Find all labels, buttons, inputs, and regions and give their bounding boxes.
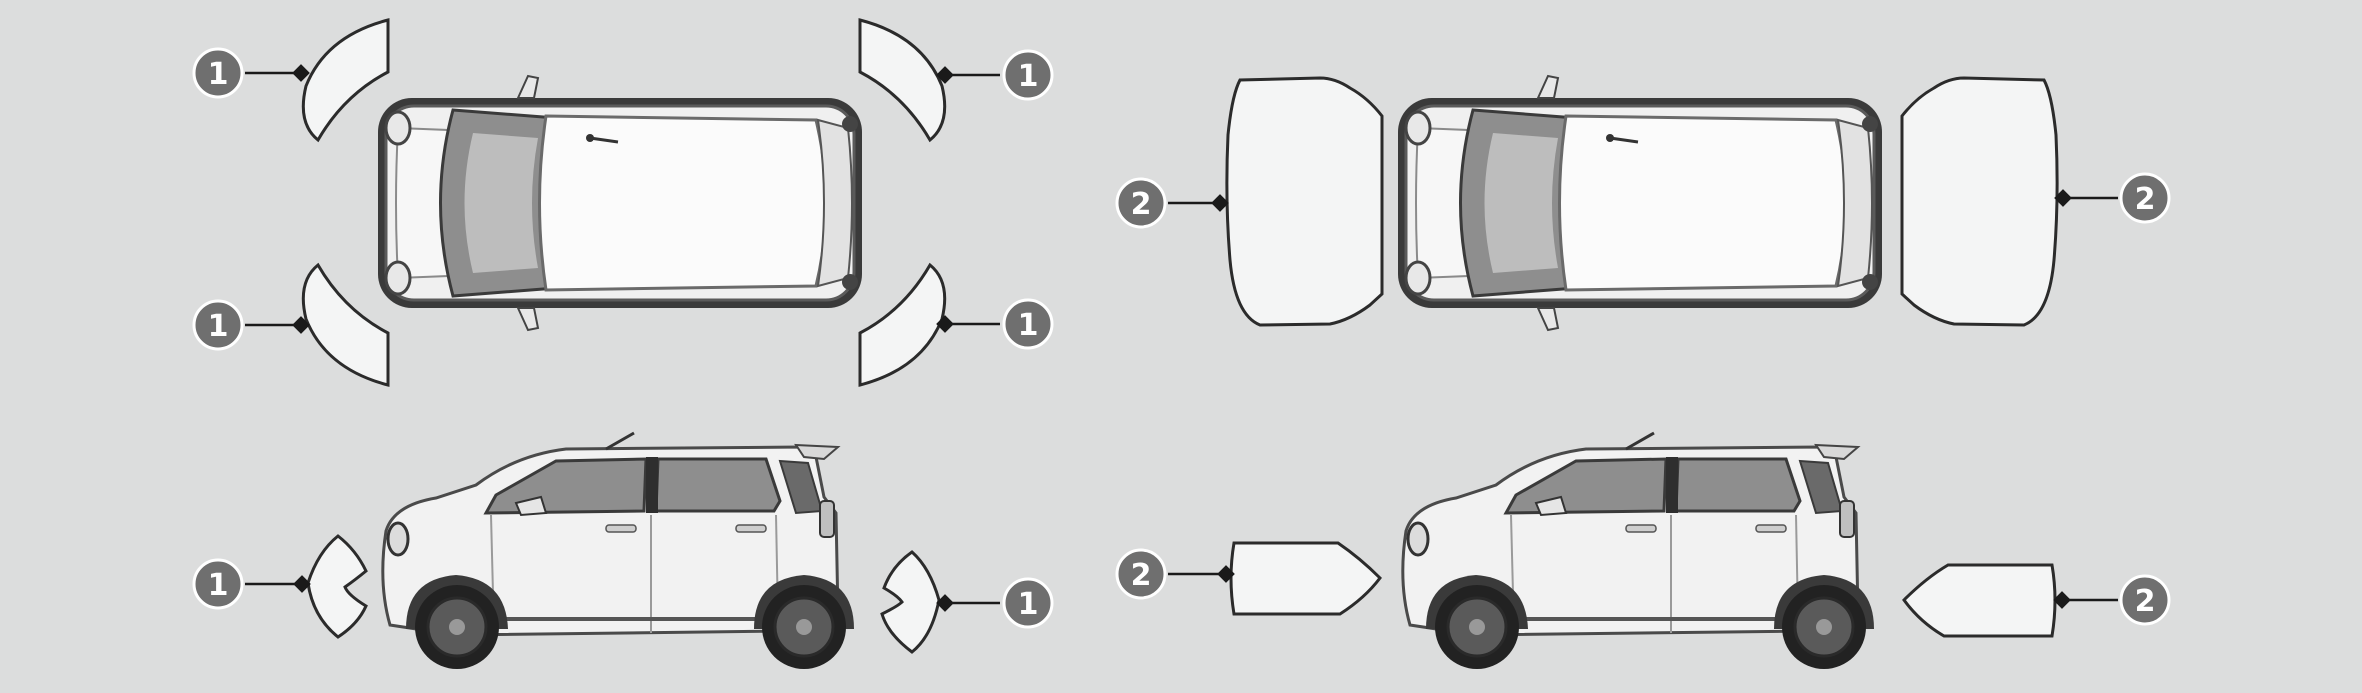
badge-label: 2	[2135, 584, 2156, 619]
zone-side-rear	[880, 550, 941, 654]
badge-end-front: 2	[1115, 177, 1167, 229]
zone-side-rear-end	[1902, 563, 2057, 638]
badge-corner-rear-left: 1	[1002, 49, 1054, 101]
callout-lines-corner	[245, 64, 1000, 612]
badge-label: 2	[1131, 558, 1152, 593]
badge-end-rear: 2	[2119, 172, 2171, 224]
badge-corner-side-front: 1	[192, 558, 244, 610]
badge-label: 1	[208, 57, 229, 92]
top-view-car-end	[1396, 74, 1884, 332]
zone-front-end	[1225, 76, 1384, 327]
zone-rear-end	[1900, 76, 2059, 327]
zone-rear-right	[858, 262, 947, 387]
side-view-car-corner	[380, 431, 856, 671]
badge-corner-front-left: 1	[192, 47, 244, 99]
zone-side-front-end	[1229, 541, 1382, 616]
badge-label: 1	[1018, 59, 1039, 94]
zone-side-front	[306, 534, 368, 639]
badge-end-side-front: 2	[1115, 548, 1167, 600]
callout-lines-end	[1168, 189, 2118, 609]
zone-rear-left	[858, 18, 947, 143]
badge-corner-front-right: 1	[192, 299, 244, 351]
badge-label: 1	[208, 309, 229, 344]
zone-front-left	[301, 18, 390, 143]
badge-corner-rear-right: 1	[1002, 298, 1054, 350]
zone-front-right	[301, 262, 390, 387]
badge-label: 1	[208, 568, 229, 603]
badge-end-side-rear: 2	[2119, 574, 2171, 626]
badge-corner-side-rear: 1	[1002, 577, 1054, 629]
badge-label: 2	[2135, 182, 2156, 217]
top-view-car-corner	[376, 74, 864, 332]
badge-label: 2	[1131, 187, 1152, 222]
badge-label: 1	[1018, 587, 1039, 622]
side-view-car-end	[1400, 431, 1876, 671]
badge-label: 1	[1018, 308, 1039, 343]
